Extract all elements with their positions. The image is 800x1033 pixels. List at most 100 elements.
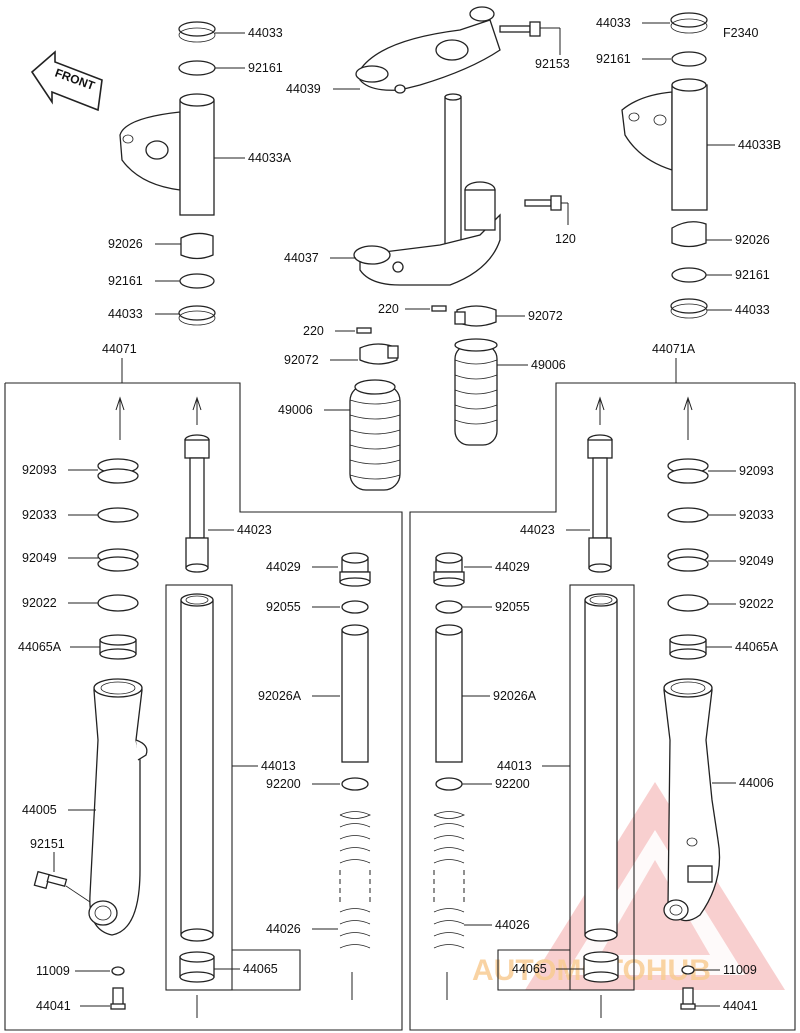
label-44065-left: 44065 [243, 962, 278, 976]
label-92151: 92151 [30, 837, 65, 851]
label-44026-right: 44026 [495, 918, 530, 932]
label-92093-left: 92093 [22, 463, 57, 477]
seal-92049-right [667, 548, 736, 572]
sub-box-ext-left [232, 949, 301, 991]
label-92055-right: 92055 [495, 600, 530, 614]
label-44065A-left: 44065A [18, 640, 62, 654]
gasket-11009-left [75, 966, 125, 976]
label-44033A: 44033A [248, 151, 292, 165]
boot-49006-left [324, 379, 401, 491]
oring-92055-right [435, 600, 492, 614]
washer-92022-left [68, 594, 139, 612]
label-44013-right: 44013 [497, 759, 532, 773]
gasket-11009-right [681, 965, 720, 975]
band-92072-right [454, 305, 525, 327]
label-44029-right: 44029 [495, 560, 530, 574]
spring-44026-right [433, 811, 492, 949]
circlip-92033-left [68, 507, 139, 523]
label-92072-right: 92072 [528, 309, 563, 323]
bolt-44041-right [680, 987, 720, 1010]
band-92072-left [330, 343, 399, 365]
screw-220-left [335, 327, 372, 334]
label-92161-top-right: 92161 [596, 52, 631, 66]
assembly-box-44071 [4, 382, 403, 1031]
front-arrow-icon: FRONT [30, 50, 103, 112]
bushing-44065-right [556, 951, 619, 983]
ring-92161-top-right [642, 51, 707, 67]
steering-stem-44037 [330, 93, 501, 286]
label-44029-left: 44029 [266, 560, 301, 574]
label-92026-right: 92026 [735, 233, 770, 247]
spacer-92026A-left [312, 624, 369, 763]
arrow-head-left-inner [192, 396, 202, 411]
seal-92093-left [68, 458, 139, 484]
label-92200-left: 92200 [266, 777, 301, 791]
label-92200-right: 92200 [495, 777, 530, 791]
label-220-left: 220 [303, 324, 324, 338]
screw-220-right [405, 305, 447, 312]
label-49006-right: 49006 [531, 358, 566, 372]
bracket-44033A [119, 93, 245, 216]
label-44041-right: 44041 [723, 999, 758, 1013]
seal-92093-right [667, 458, 736, 484]
label-44033-right: 44033 [735, 303, 770, 317]
label-44033-top-right: 44033 [596, 16, 631, 30]
label-92026-left: 92026 [108, 237, 143, 251]
label-44033B: 44033B [738, 138, 781, 152]
cap-44029-left [312, 552, 371, 587]
label-92049-left: 92049 [22, 551, 57, 565]
label-44071: 44071 [102, 342, 137, 356]
bushing-44065-left [179, 951, 240, 983]
outer-tube-44006 [663, 678, 736, 922]
label-92026A-left: 92026A [258, 689, 302, 703]
label-92093-right: 92093 [739, 464, 774, 478]
label-44005: 44005 [22, 803, 57, 817]
ring-92161-top-left [178, 60, 245, 76]
spring-44026-left [312, 811, 371, 949]
seal-44033-top-left [178, 21, 245, 43]
bushing-92026-right [671, 221, 732, 248]
label-44039: 44039 [286, 82, 321, 96]
label-120: 120 [555, 232, 576, 246]
bolt-92153 [499, 21, 561, 55]
seal-92049-left [68, 548, 139, 572]
arrow-head-right-outer [683, 396, 693, 411]
boot-49006-right [454, 338, 528, 446]
bolt-120 [524, 195, 569, 225]
spacer-92026A-right [435, 624, 490, 763]
label-44026-left: 44026 [266, 922, 301, 936]
assembly-box-44071A [409, 382, 796, 1031]
label-92049-right: 92049 [739, 554, 774, 568]
cap-44029-right [433, 552, 492, 587]
label-92161-right: 92161 [735, 268, 770, 282]
label-44037: 44037 [284, 251, 319, 265]
watermark-logo: AUTOMOTOHUB [472, 782, 785, 990]
label-44041-left: 44041 [36, 999, 71, 1013]
arrow-head-left-outer [115, 396, 125, 411]
bolt-92151 [33, 852, 91, 903]
label-11009-right: 11009 [723, 963, 757, 977]
label-44013-left: 44013 [261, 759, 296, 773]
damper-rod-44023-left [184, 434, 234, 573]
inner-tube-44013-right [542, 593, 618, 942]
label-49006-left: 49006 [278, 403, 313, 417]
sub-box-44013-right [569, 584, 635, 991]
label-44065-right: 44065 [512, 962, 547, 976]
label-92161-left: 92161 [108, 274, 143, 288]
ring-92161-right [671, 267, 732, 283]
label-11009-left: 11009 [36, 964, 70, 978]
label-44071A: 44071A [652, 342, 696, 356]
label-44023-right: 44023 [520, 523, 555, 537]
seal-44033-top-right [642, 12, 708, 34]
ring-92161-left [155, 273, 215, 289]
label-44033-left: 44033 [108, 307, 143, 321]
sub-box-ext-right [497, 949, 570, 991]
label-92022-left: 92022 [22, 596, 57, 610]
label-92161-top-left: 92161 [248, 61, 283, 75]
diagram-code: F2340 [723, 26, 758, 40]
circlip-92033-right [667, 507, 736, 523]
label-44065A-right: 44065A [735, 640, 779, 654]
bushing-44065A-right [669, 634, 732, 660]
label-92153: 92153 [535, 57, 570, 71]
